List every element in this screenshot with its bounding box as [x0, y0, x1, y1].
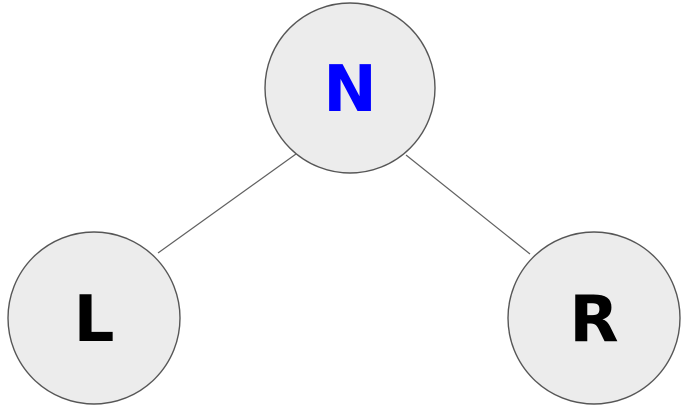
node-l-label: L: [74, 283, 115, 357]
node-r-label: R: [569, 283, 618, 357]
edge-n-to-r: [405, 154, 531, 255]
node-r[interactable]: R: [507, 231, 681, 405]
edge-group: [157, 153, 531, 255]
node-n[interactable]: N: [264, 2, 436, 174]
node-l[interactable]: L: [7, 231, 181, 405]
node-r-circle[interactable]: [507, 231, 681, 405]
node-n-label: N: [323, 53, 377, 127]
node-group: N L R: [7, 2, 681, 405]
node-n-circle[interactable]: [264, 2, 436, 174]
node-l-circle[interactable]: [7, 231, 181, 405]
edge-n-to-l: [157, 153, 297, 254]
